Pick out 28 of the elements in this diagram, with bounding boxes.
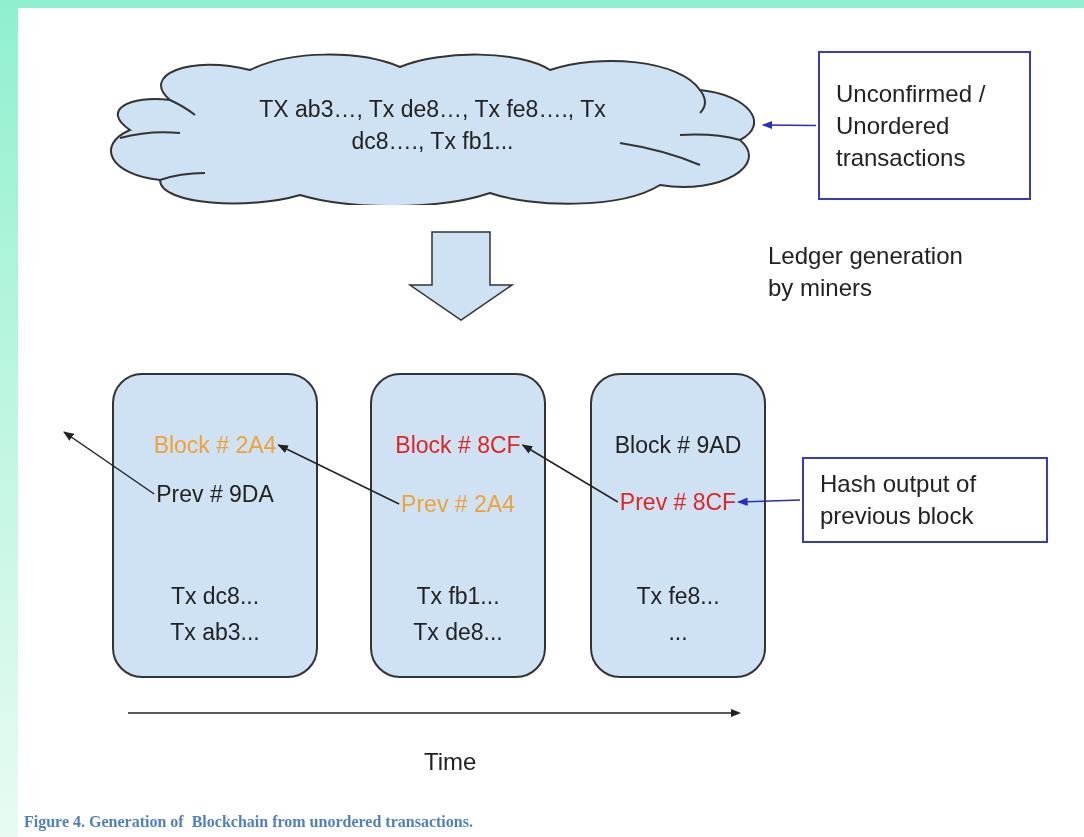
note-box <box>802 457 1048 543</box>
hash-text: Prev # 9DA <box>156 479 274 509</box>
cloud-text: TX ab3…, Tx de8…, Tx fe8…., Tx dc8…., Tx fb1... <box>258 95 607 156</box>
transaction-text: Tx fe8... <box>636 582 720 611</box>
arrow <box>277 444 400 505</box>
transaction-text: Tx dc8... <box>170 582 260 611</box>
transaction-text: Tx fb1... <box>416 582 500 611</box>
figure-caption: Figure 4. Generation of Blockchain from unordered transactions. <box>24 812 473 833</box>
transaction-text: Tx de8... <box>413 618 503 647</box>
arrow <box>761 120 817 130</box>
arrow <box>63 431 155 495</box>
arrow <box>521 444 619 503</box>
transaction-text: ... <box>668 618 688 647</box>
block-box <box>370 373 546 678</box>
note-box <box>818 51 1031 200</box>
note-text: Unconfirmed / Unordered transactions <box>836 78 987 173</box>
hash-text: Prev # 2A4 <box>401 489 515 519</box>
hash-text: Block # 8CF <box>395 430 521 460</box>
hash-text: Block # 2A4 <box>153 430 277 460</box>
block-box <box>590 373 766 678</box>
process-label: Ledger generation by miners <box>768 241 964 303</box>
block-box <box>112 373 318 678</box>
hash-text: Block # 9AD <box>614 430 742 460</box>
arrow <box>737 497 801 506</box>
hash-text: Prev # 8CF <box>619 487 737 517</box>
note-text: Hash output of previous block <box>820 469 978 531</box>
axis-label: Time <box>424 747 477 777</box>
transaction-text: Tx ab3... <box>170 618 260 647</box>
